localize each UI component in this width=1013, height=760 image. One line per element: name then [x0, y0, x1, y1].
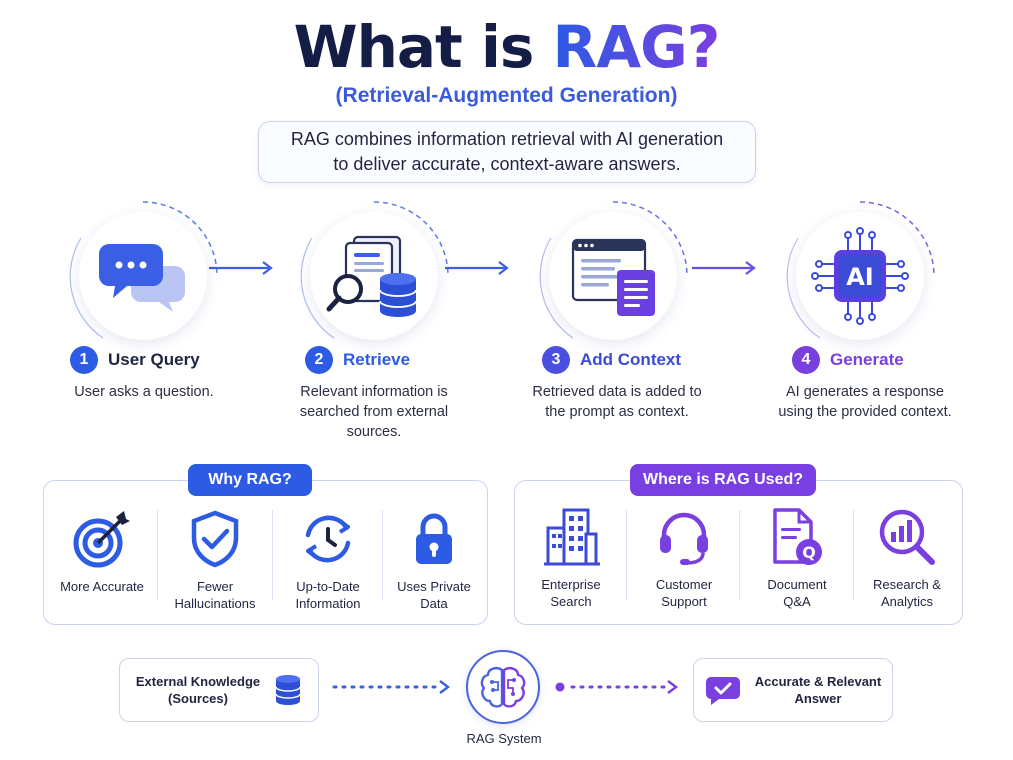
page-title: What is RAG? [0, 12, 1013, 82]
external-knowledge-label: External Knowledge (Sources) [135, 674, 261, 706]
database-icon [275, 675, 301, 705]
arrow-step-2-to-3 [445, 261, 509, 275]
use-item-enterprise-search: Enterprise Search [520, 506, 622, 610]
documents-search-database-icon [326, 235, 417, 317]
headset-icon [660, 512, 708, 565]
answer-box: Accurate & Relevant Answer [693, 658, 893, 722]
step-3-text: Retrieved data is added to the prompt as… [532, 384, 702, 420]
step-4-number: 4 [792, 346, 820, 374]
step-1-circle [79, 212, 207, 340]
target-icon [73, 511, 130, 568]
why-item-label: More Accurate [60, 579, 144, 594]
title-accent: RAG? [552, 13, 721, 81]
description-line-2: to deliver accurate, context-aware answe… [333, 154, 681, 174]
svg-text:Q: Q [802, 543, 816, 562]
step-2-text: Relevant information is searched from ex… [299, 384, 449, 440]
step-4-heading: 4 Generate [792, 346, 904, 374]
step-2-number: 2 [305, 346, 333, 374]
step-1-text: User asks a question. [74, 384, 214, 400]
divider [272, 510, 273, 600]
answer-label: Accurate & Relevant Answer [754, 674, 882, 706]
step-4-ring [786, 201, 935, 339]
buildings-icon [544, 508, 600, 566]
shield-check-icon [191, 510, 239, 568]
step-3-heading: 3 Add Context [542, 346, 681, 374]
use-item-label: Research & Analytics [873, 577, 941, 609]
refresh-clock-icon [305, 515, 351, 563]
brain-circuit-icon [480, 667, 526, 708]
window-document-icon [571, 238, 655, 316]
step-2-ring [300, 201, 449, 339]
divider [157, 510, 158, 600]
step-1-title: User Query [108, 350, 200, 369]
rag-system-label: RAG System [466, 731, 542, 746]
description-line-1: RAG combines information retrieval with … [290, 129, 724, 149]
lock-icon [416, 513, 452, 564]
chart-magnifier-icon [879, 509, 935, 565]
divider [382, 510, 383, 600]
step-3-title: Add Context [580, 350, 682, 369]
step-4-text: AI generates a response using the provid… [778, 384, 952, 420]
step-1-ring [69, 201, 218, 339]
step-3-circle [549, 212, 677, 340]
title-main: What is [293, 13, 553, 81]
why-item-more-accurate: More Accurate [50, 508, 154, 595]
use-item-research-analytics: Research & Analytics [857, 506, 957, 610]
flow-arrow-system-to-answer [555, 680, 678, 694]
use-item-label: Document Q&A [767, 577, 827, 609]
step-1-heading: 1 User Query [70, 346, 200, 374]
svg-text:AI: AI [846, 263, 874, 291]
document-question-icon: Q [773, 508, 822, 565]
external-knowledge-box: External Knowledge (Sources) [119, 658, 319, 722]
step-2-heading: 2 Retrieve [305, 346, 410, 374]
why-item-label: Uses Private Data [397, 579, 471, 611]
arrow-step-3-to-4 [692, 261, 756, 275]
why-item-up-to-date: Up-to-Date Information [276, 508, 380, 612]
page-subtitle: (Retrieval-Augmented Generation) [335, 84, 678, 107]
why-rag-heading: Why RAG? [188, 464, 312, 496]
use-item-label: Enterprise Search [541, 577, 601, 609]
rag-system-circle [466, 650, 540, 724]
use-item-label: Customer Support [655, 577, 713, 609]
step-4-title: Generate [830, 350, 904, 369]
why-item-private-data: Uses Private Data [386, 508, 482, 612]
description-box: RAG combines information retrieval with … [258, 121, 756, 183]
step-4-circle: AI [796, 212, 924, 340]
divider [626, 510, 627, 600]
step-1-number: 1 [70, 346, 98, 374]
chat-bubbles-icon [99, 244, 185, 312]
why-item-fewer-hallucinations: Fewer Hallucinations [160, 508, 270, 612]
arrow-step-1-to-2 [209, 261, 273, 275]
why-item-label: Fewer Hallucinations [174, 579, 256, 611]
step-3-number: 3 [542, 346, 570, 374]
step-2-circle [310, 212, 438, 340]
divider [739, 510, 740, 600]
where-used-heading: Where is RAG Used? [630, 464, 816, 496]
use-item-customer-support: Customer Support [632, 506, 736, 610]
divider [853, 510, 854, 600]
ai-chip-icon: AI [811, 227, 909, 325]
flow-arrow-source-to-system [332, 680, 450, 694]
step-3-ring [539, 201, 688, 339]
use-item-document-qa: Q Document Q&A [745, 506, 849, 610]
why-item-label: Up-to-Date Information [295, 579, 361, 611]
step-2-title: Retrieve [343, 350, 411, 369]
chat-check-icon [705, 677, 740, 705]
